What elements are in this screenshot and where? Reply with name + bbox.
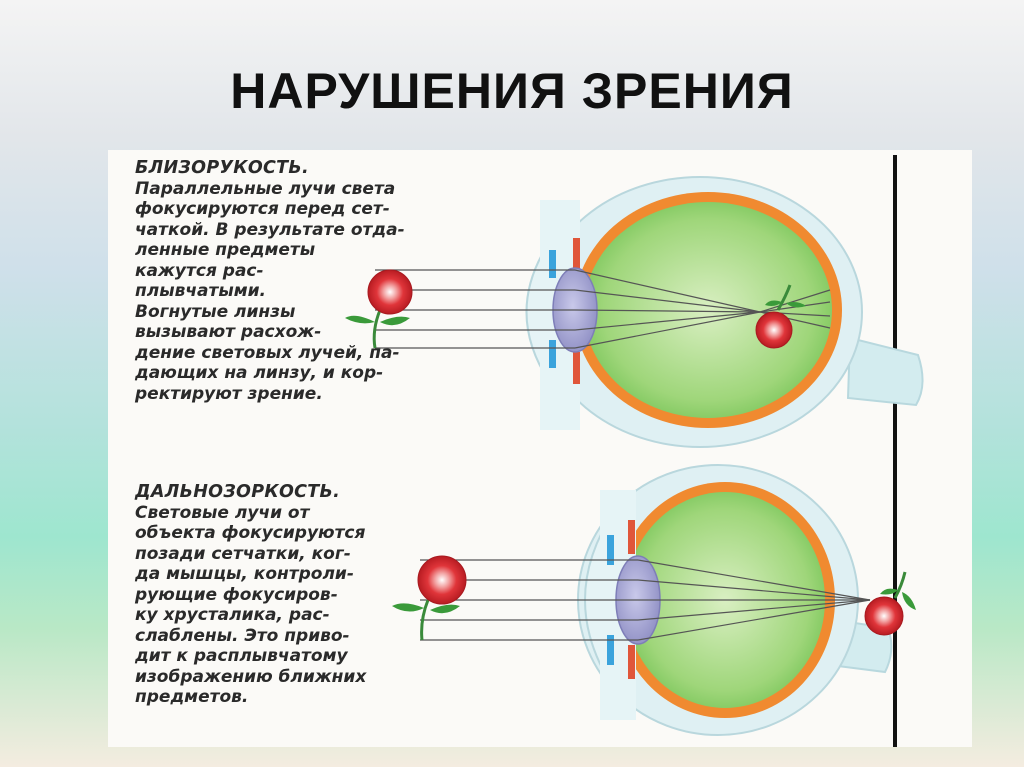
text-line: дение световых лучей, па- — [135, 343, 405, 364]
text-line: Вогнутые линзы — [135, 302, 405, 323]
text-line: плывчатыми. — [135, 281, 405, 302]
text-line: позади сетчатки, ког- — [135, 544, 366, 565]
myopia-description: БЛИЗОРУКОСТЬ. Параллельные лучи света фо… — [135, 158, 405, 404]
hyperopia-description: ДАЛЬНОЗОРКОСТЬ. Световые лучи от объекта… — [135, 482, 366, 708]
text-line: рующие фокусиров- — [135, 585, 366, 606]
text-line: слаблены. Это приво- — [135, 626, 366, 647]
text-line: предметов. — [135, 687, 366, 708]
myopia-eye — [345, 177, 923, 447]
text-line: кажутся рас- — [135, 261, 405, 282]
text-line: фокусируются перед сет- — [135, 199, 405, 220]
hyperopia-eye — [392, 465, 916, 735]
text-line: чаткой. В результате отда- — [135, 220, 405, 241]
iris-top — [573, 238, 580, 270]
text-line: ректируют зрение. — [135, 384, 405, 405]
image-rose — [865, 572, 916, 635]
text-line: дит к расплывчатому — [135, 646, 366, 667]
text-line: Параллельные лучи света — [135, 179, 405, 200]
hyperopia-heading: ДАЛЬНОЗОРКОСТЬ. — [135, 482, 366, 503]
text-line: да мышцы, контроли- — [135, 564, 366, 585]
object-rose — [392, 556, 466, 640]
optic-nerve — [848, 338, 923, 405]
text-line: ку хрусталика, рас- — [135, 605, 366, 626]
text-line: дающих на линзу, и кор- — [135, 363, 405, 384]
ciliary-top — [549, 250, 556, 278]
text-line: изображению ближних — [135, 667, 366, 688]
text-line: объекта фокусируются — [135, 523, 366, 544]
text-line: вызывают расхож- — [135, 322, 405, 343]
text-line: ленные предметы — [135, 240, 405, 261]
ciliary-bottom — [549, 340, 556, 368]
iris-bottom — [628, 645, 635, 679]
text-line: Световые лучи от — [135, 503, 366, 524]
myopia-heading: БЛИЗОРУКОСТЬ. — [135, 158, 405, 179]
iris-top — [628, 520, 635, 554]
iris-bottom — [573, 352, 580, 384]
